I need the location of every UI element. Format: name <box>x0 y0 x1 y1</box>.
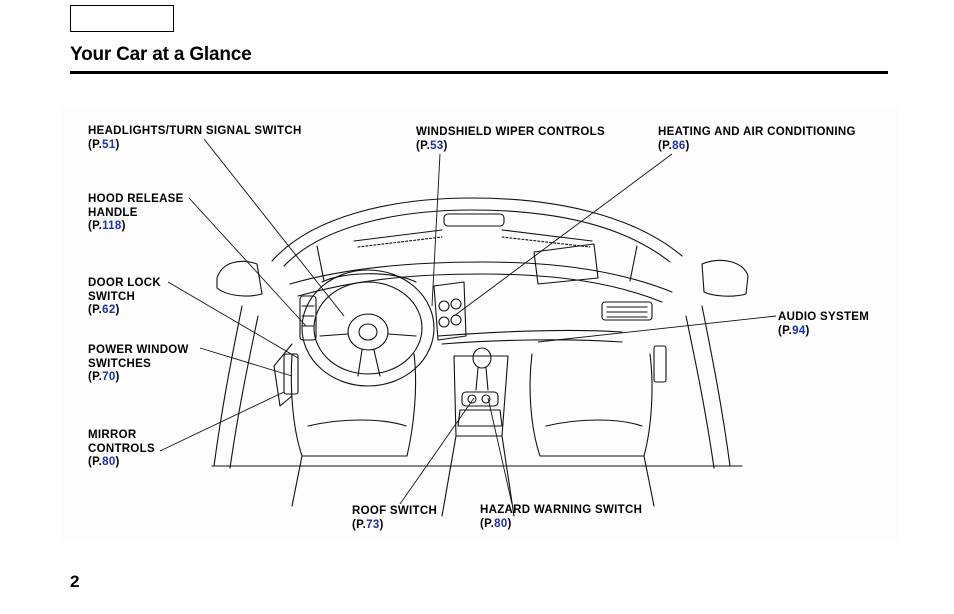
leader-powerwindow <box>199 347 293 377</box>
page-link-hazard-switch[interactable]: 80 <box>494 517 508 530</box>
page-link-mirror-controls[interactable]: 80 <box>102 456 116 468</box>
leader-heating <box>453 153 673 317</box>
callout-door-lock: DOOR LOCK SWITCH (P.62) <box>88 277 161 316</box>
leader-hazard <box>487 397 513 505</box>
leader-roof <box>399 397 475 505</box>
callout-roof-switch: ROOF SWITCH (P.73) <box>352 505 438 531</box>
page-title: Your Car at a Glance <box>70 44 252 65</box>
callout-audio-system: AUDIO SYSTEM (P.94) <box>778 311 870 337</box>
section-tab-box <box>70 5 174 32</box>
page-link-door-lock[interactable]: 62 <box>102 304 116 316</box>
callout-mirror-controls: MIRROR CONTROLS (P.80) <box>88 429 155 468</box>
car-interior-illustration <box>159 138 777 517</box>
leader-headlights <box>203 138 345 317</box>
dashboard-figure: HEADLIGHTS/TURN SIGNAL SWITCH (P.51) HOO… <box>62 106 898 542</box>
callout-heating-ac: HEATING AND AIR CONDITIONING (P.86) <box>658 126 856 152</box>
leader-mirror <box>159 391 285 452</box>
page-link-heating-ac[interactable]: 86 <box>672 139 686 152</box>
callout-wiper-controls: WINDSHIELD WIPER CONTROLS (P.53) <box>416 126 605 152</box>
callout-hazard-switch: HAZARD WARNING SWITCH (P.80) <box>480 504 643 530</box>
callout-hood-release: HOOD RELEASE HANDLE (P.118) <box>88 193 184 232</box>
page-link-wiper-controls[interactable]: 53 <box>430 139 444 152</box>
page-link-roof-switch[interactable]: 73 <box>366 518 380 531</box>
title-rule <box>70 71 888 74</box>
callout-power-window: POWER WINDOW SWITCHES (P.70) <box>88 344 189 383</box>
page-link-headlights[interactable]: 51 <box>102 138 116 151</box>
page-link-hood-release[interactable]: 118 <box>102 220 122 232</box>
page-link-power-window[interactable]: 70 <box>102 371 116 383</box>
page-number: 2 <box>70 572 80 591</box>
leader-hood <box>188 197 307 327</box>
leader-audio <box>537 315 777 343</box>
page-link-audio-system[interactable]: 94 <box>792 324 806 337</box>
leader-wiper <box>431 153 441 307</box>
leader-doorlock <box>167 281 299 359</box>
callout-headlights: HEADLIGHTS/TURN SIGNAL SWITCH (P.51) <box>88 125 302 151</box>
